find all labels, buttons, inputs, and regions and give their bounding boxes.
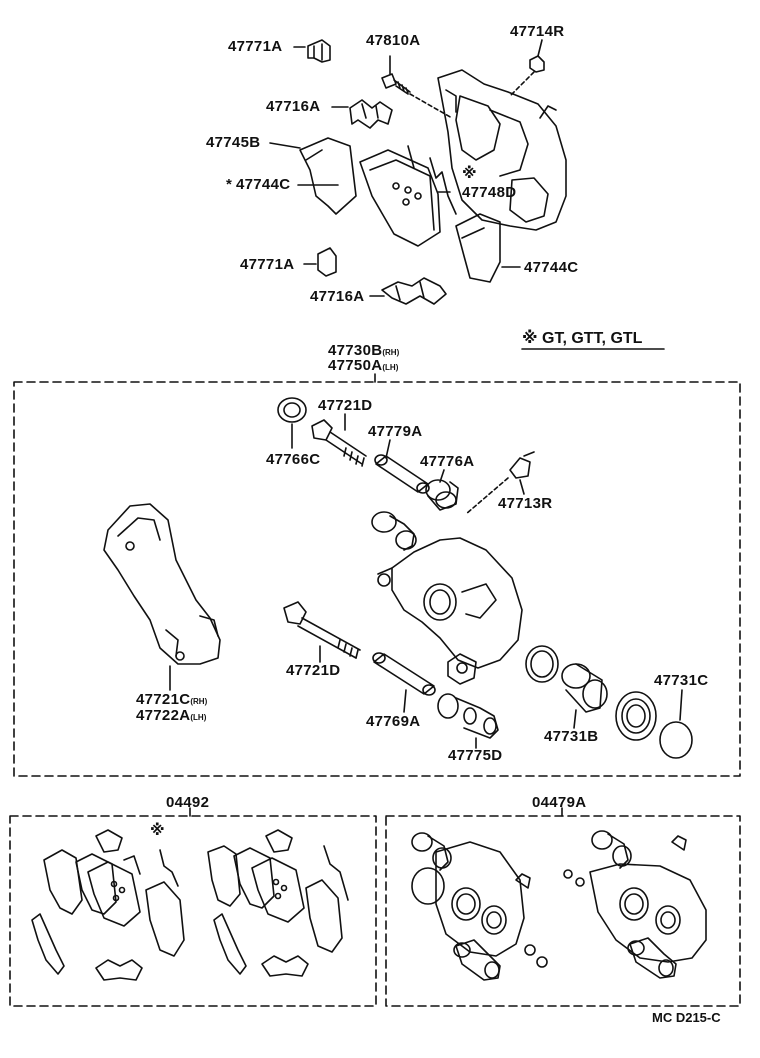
spring-47716a-top-drawing [349, 99, 393, 129]
bleeder-47713r-drawing [509, 451, 535, 479]
label-47750a-suffix: (LH) [382, 363, 399, 372]
label-47721c-suffix: (RH) [190, 697, 208, 706]
label-47750a-text: 47750A [328, 357, 383, 374]
label-47713r: 47713R [498, 495, 553, 512]
label-47721d-bottom: 47721D [286, 662, 341, 679]
leader-47776a [439, 469, 445, 483]
kit-04492-parts-drawing [31, 829, 349, 981]
label-47779a: 47779A [368, 423, 423, 440]
brake-pad-drawing [359, 149, 441, 247]
label-47722a-text: 47722A [136, 707, 191, 724]
label-47771a-bottom: 47771A [240, 256, 295, 273]
clip-47771a-top-drawing [307, 39, 331, 63]
label-04479a: 04479A [532, 794, 587, 811]
kit-04479a-parts-drawing [411, 830, 707, 981]
spring-47716a-bottom-drawing [381, 277, 447, 305]
label-47731c: 47731C [654, 672, 709, 689]
label-47716a-top: 47716A [266, 98, 321, 115]
piston-47731b-drawing [561, 663, 608, 713]
diagram-code: MC D215-C [652, 1010, 721, 1025]
ring-47731c-drawing [659, 721, 693, 759]
bushing-47776a-drawing [425, 479, 459, 511]
kit-04492-box [9, 815, 377, 1007]
label-47775d: 47775D [448, 747, 503, 764]
label-47776a: 47776A [420, 453, 475, 470]
bolt-47721d-bottom-drawing [283, 601, 361, 659]
mounting-bracket-drawing [103, 503, 221, 665]
leader-47731c [679, 689, 683, 721]
label-47744c-left-mark: * [226, 176, 233, 193]
leader-47779a [385, 439, 391, 459]
caliper-assembly-top-drawing [437, 69, 567, 231]
sleeve-47769a-drawing [372, 652, 436, 696]
label-47745b: 47745B [206, 134, 261, 151]
label-47721c: 47721C(RH) [136, 692, 207, 710]
label-47716a-bottom: 47716A [310, 288, 365, 305]
model-note: ※ GT, GTT, GTL [522, 330, 643, 347]
label-47714r: 47714R [510, 23, 565, 40]
label-47748d-mark: ※ [462, 165, 477, 182]
leader-47713r [519, 479, 525, 495]
label-47769a: 47769A [366, 713, 421, 730]
bolt-47721d-top-drawing [311, 419, 367, 467]
caliper-assembly-box [13, 381, 741, 777]
label-47730b-text: 47730B [328, 342, 383, 359]
label-47721d-top: 47721D [318, 397, 373, 414]
shim-47745b-drawing [299, 137, 357, 215]
boot-47766c-drawing [277, 397, 307, 423]
piston-boot-ring-drawing [615, 691, 657, 741]
label-47748d: 47748D [462, 184, 517, 201]
clip-47771a-bottom-drawing [317, 247, 337, 277]
shim-47744c-right-drawing [455, 213, 501, 283]
label-04492: 04492 [166, 794, 210, 811]
wear-indicator-47748d-drawing [407, 145, 457, 215]
label-47750a: 47750A(LH) [328, 358, 398, 376]
label-47810a: 47810A [366, 32, 421, 49]
leader-47713r-dashed [465, 477, 509, 515]
piston-seal-drawing [525, 645, 559, 683]
label-47744c-right: 47744C [524, 259, 579, 276]
kit-04479a-box [385, 815, 741, 1007]
label-47766c: 47766C [266, 451, 321, 468]
label-47722a: 47722A(LH) [136, 708, 206, 726]
leader-47810a-dashed [409, 93, 453, 119]
label-04492-mark: ※ [150, 822, 165, 839]
bleeder-47714r-drawing [529, 55, 545, 73]
label-47730b: 47730B(RH) [328, 343, 399, 361]
label-47744c-left: 47744C [236, 176, 291, 193]
piston-boot-drawing [371, 511, 417, 551]
bushing-47775d-drawing [437, 693, 499, 739]
caliper-body-drawing [377, 537, 523, 685]
leader-47745b [269, 142, 301, 149]
leader-47714r-dashed [509, 71, 535, 97]
leader-47769a [403, 689, 407, 713]
label-47721c-text: 47721C [136, 691, 191, 708]
leader-47731b [573, 709, 577, 729]
leader-47714r [537, 39, 543, 57]
label-47730b-suffix: (RH) [382, 348, 400, 357]
label-47771a-top: 47771A [228, 38, 283, 55]
label-47731b: 47731B [544, 728, 599, 745]
bolt-47810a-drawing [381, 73, 411, 95]
label-47722a-suffix: (LH) [190, 713, 207, 722]
